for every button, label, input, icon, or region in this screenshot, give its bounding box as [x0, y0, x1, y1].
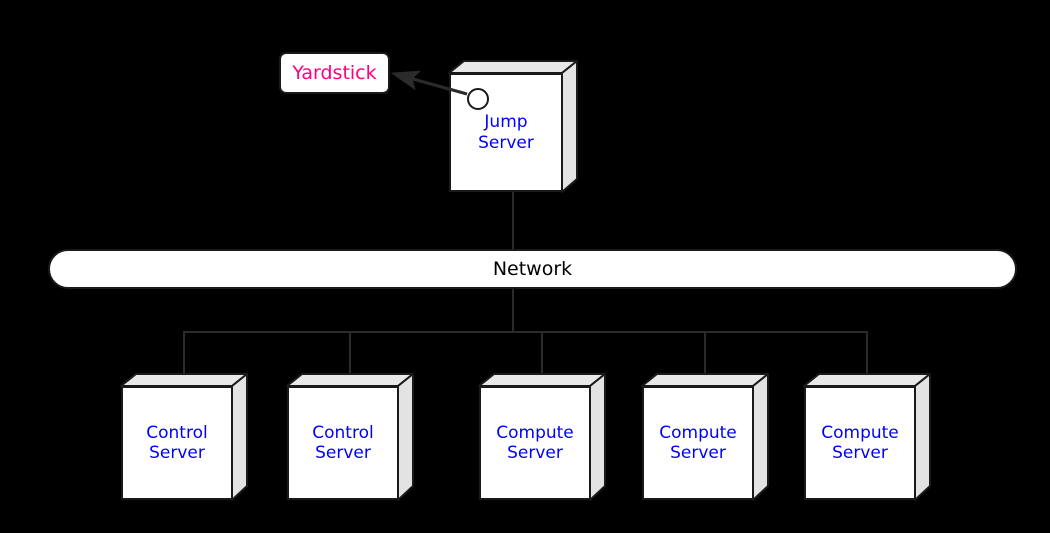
jump-server-front-face: Jump Server	[449, 73, 563, 192]
network-bus-node[interactable]: Network	[48, 249, 1017, 289]
server-depth-faces	[641, 373, 769, 501]
connector-jump-to-network	[512, 192, 514, 250]
server-label: Control Server	[312, 422, 374, 463]
server-node-2[interactable]: Control Server	[285, 372, 415, 502]
yardstick-node[interactable]: Yardstick	[279, 52, 390, 94]
server-front-face: Control Server	[121, 386, 233, 500]
yardstick-label: Yardstick	[292, 62, 377, 84]
connector-network-to-bus	[512, 288, 514, 332]
jump-server-node[interactable]: Jump Server	[447, 59, 579, 195]
connector-bus-drop-4	[704, 331, 706, 376]
server-label: Compute Server	[659, 422, 737, 463]
connector-bus-drop-1	[183, 331, 185, 376]
jump-server-label: Jump Server	[478, 112, 534, 153]
connector-bus-drop-2	[349, 331, 351, 376]
server-label: Control Server	[146, 422, 208, 463]
server-front-face: Compute Server	[804, 386, 916, 500]
server-node-5[interactable]: Compute Server	[802, 372, 932, 502]
server-label: Compute Server	[821, 422, 899, 463]
server-depth-faces	[120, 373, 248, 501]
network-label: Network	[492, 258, 573, 280]
lollipop-interface-icon	[467, 88, 489, 110]
connector-bus-drop-3	[541, 331, 543, 376]
server-label: Compute Server	[496, 422, 574, 463]
server-node-4[interactable]: Compute Server	[640, 372, 770, 502]
server-front-face: Control Server	[287, 386, 399, 500]
server-front-face: Compute Server	[479, 386, 591, 500]
server-front-face: Compute Server	[642, 386, 754, 500]
server-depth-faces	[286, 373, 414, 501]
connector-bus-drop-5	[866, 331, 868, 376]
server-node-1[interactable]: Control Server	[119, 372, 249, 502]
server-depth-faces	[478, 373, 606, 501]
connector-bus-horizontal	[183, 331, 868, 333]
server-node-3[interactable]: Compute Server	[477, 372, 607, 502]
